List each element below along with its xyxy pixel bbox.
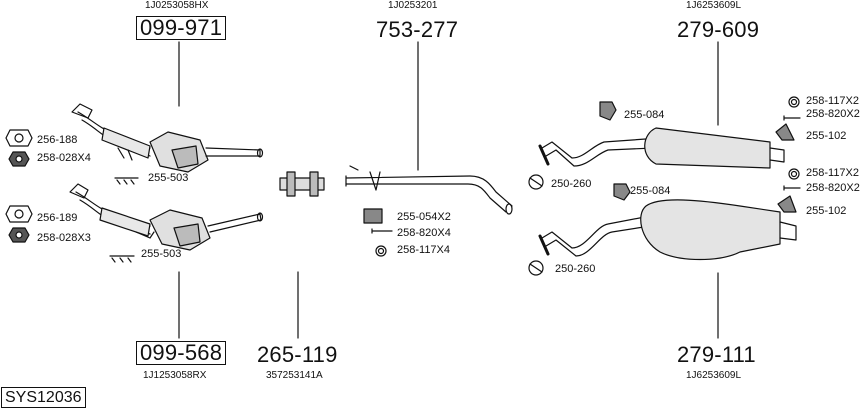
fitting-label: 258-028X3 xyxy=(37,232,91,244)
fitting-label: 255-503 xyxy=(141,248,182,260)
fitting-icons-middle xyxy=(363,208,393,257)
oe-ref-rear-silencer-2: 1J6253609L xyxy=(686,370,742,381)
fitting-label: 255-084 xyxy=(624,109,665,121)
part-number-rear-silencer-1: 279-609 xyxy=(677,17,760,42)
fitting-label: 256-188 xyxy=(37,134,78,146)
middle-pipe-drawing xyxy=(345,165,513,215)
fitting-label: 258-820X2 xyxy=(806,108,860,120)
fitting-label: 250-260 xyxy=(555,263,596,275)
gasket-icons-front xyxy=(5,129,33,243)
part-number-rear-silencer-2: 279-111 xyxy=(677,342,756,367)
rear-silencer-1-drawing xyxy=(538,127,785,169)
connector-drawing xyxy=(279,171,325,197)
fitting-label: 258-117X2 xyxy=(806,167,860,179)
part-number-front-pipe-1: 099-971 xyxy=(136,16,227,40)
fitting-label: 255-054X2 xyxy=(397,211,451,223)
fitting-label: 258-820X2 xyxy=(806,182,860,194)
fitting-label: 250-260 xyxy=(551,178,592,190)
oe-ref-front-pipe-2: 1J1253058RX xyxy=(143,370,207,381)
front-pipe-2-drawing xyxy=(69,183,264,251)
rear-silencer-2-drawing xyxy=(538,199,797,261)
fitting-label: 255-503 xyxy=(148,172,189,184)
fitting-label: 255-084 xyxy=(630,185,671,197)
part-number-middle-pipe: 753-277 xyxy=(376,17,459,42)
fitting-label: 255-102 xyxy=(806,130,847,142)
fitting-label: 258-117X4 xyxy=(397,244,451,256)
fitting-label: 258-028X4 xyxy=(37,152,91,164)
system-code-label: SYS12036 xyxy=(1,387,86,408)
oe-ref-connector: 357253141A xyxy=(266,370,323,381)
oe-ref-middle-pipe: 1J0253201 xyxy=(388,0,438,11)
part-number-connector: 265-119 xyxy=(257,342,338,367)
fitting-label: 258-820X4 xyxy=(397,227,451,239)
front-pipe-1-drawing xyxy=(71,103,264,173)
oe-ref-rear-silencer-1: 1J6253609L xyxy=(686,0,742,11)
fitting-label: 255-102 xyxy=(806,205,847,217)
fitting-icons-rear xyxy=(528,96,801,276)
part-number-front-pipe-2: 099-568 xyxy=(136,341,227,365)
oe-ref-front-pipe-1: 1J0253058HX xyxy=(145,0,209,11)
fitting-label: 256-189 xyxy=(37,212,78,224)
fitting-label: 258-117X2 xyxy=(806,95,860,107)
clamp-icons-front xyxy=(109,177,139,263)
